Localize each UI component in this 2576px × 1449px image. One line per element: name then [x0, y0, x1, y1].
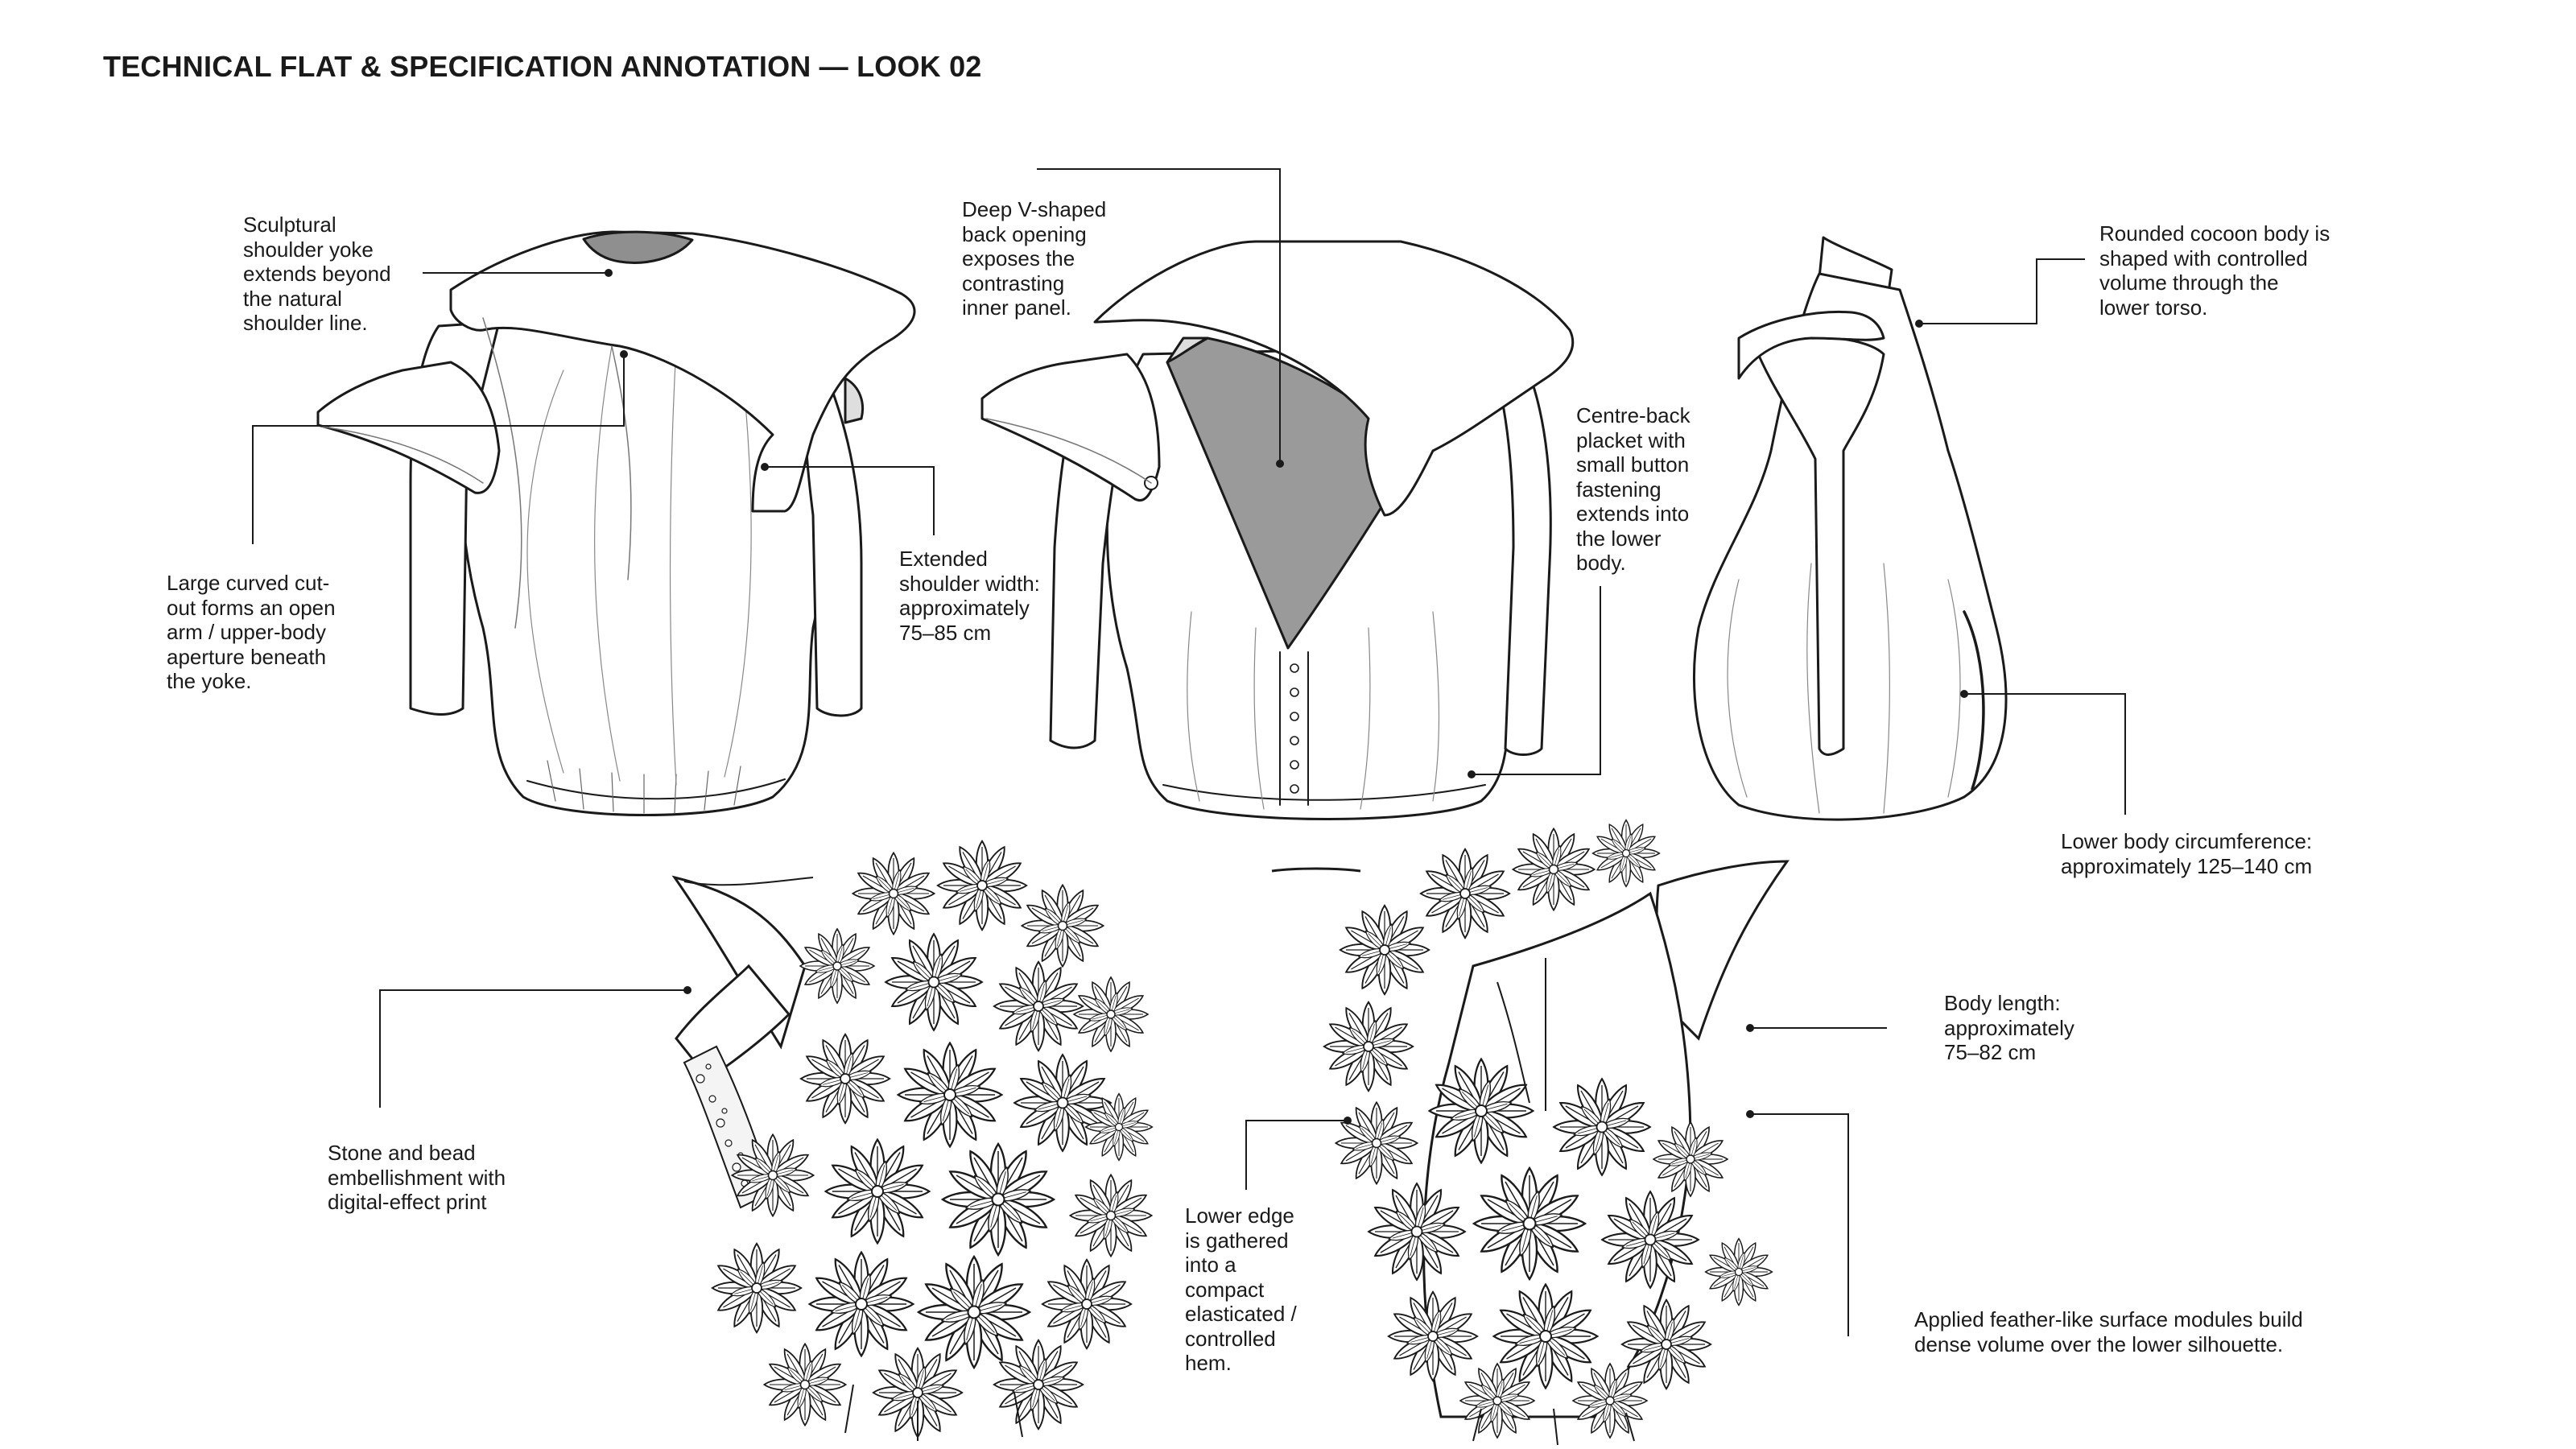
leader-lines — [252, 168, 2126, 1336]
annotation-shoulder-width: Extended shoulder width: approximately 7… — [899, 547, 1040, 645]
embellished-back-view — [1324, 820, 1790, 1446]
leader-dots — [605, 269, 1968, 1125]
annotation-v-back: Deep V-shaped back opening exposes the c… — [962, 197, 1107, 320]
side-view-garment — [1692, 236, 2008, 821]
annotation-feather: Applied feather-like surface modules bui… — [1914, 1307, 2303, 1356]
annotation-placket: Centre-back placket with small button fa… — [1576, 403, 1690, 575]
centre-mark — [1271, 867, 1361, 873]
embellished-front-view — [671, 841, 1152, 1441]
back-view-garment — [980, 240, 1575, 820]
annotation-body-length: Body length: approximately 75–82 cm — [1944, 991, 2074, 1064]
annotation-circumference: Lower body circumference: approximately … — [2061, 829, 2313, 878]
annotation-shoulder-yoke: Sculptural shoulder yoke extends beyond … — [243, 213, 391, 335]
page-title: TECHNICAL FLAT & SPECIFICATION ANNOTATIO… — [103, 50, 982, 83]
annotation-lower-edge: Lower edge is gathered into a compact el… — [1185, 1203, 1297, 1375]
front-view-garment — [316, 230, 916, 816]
annotation-embellishment: Stone and bead embellishment with digita… — [328, 1141, 506, 1214]
annotation-curved-cutout: Large curved cut- out forms an open arm … — [167, 571, 336, 693]
annotation-cocoon: Rounded cocoon body is shaped with contr… — [2099, 221, 2330, 320]
